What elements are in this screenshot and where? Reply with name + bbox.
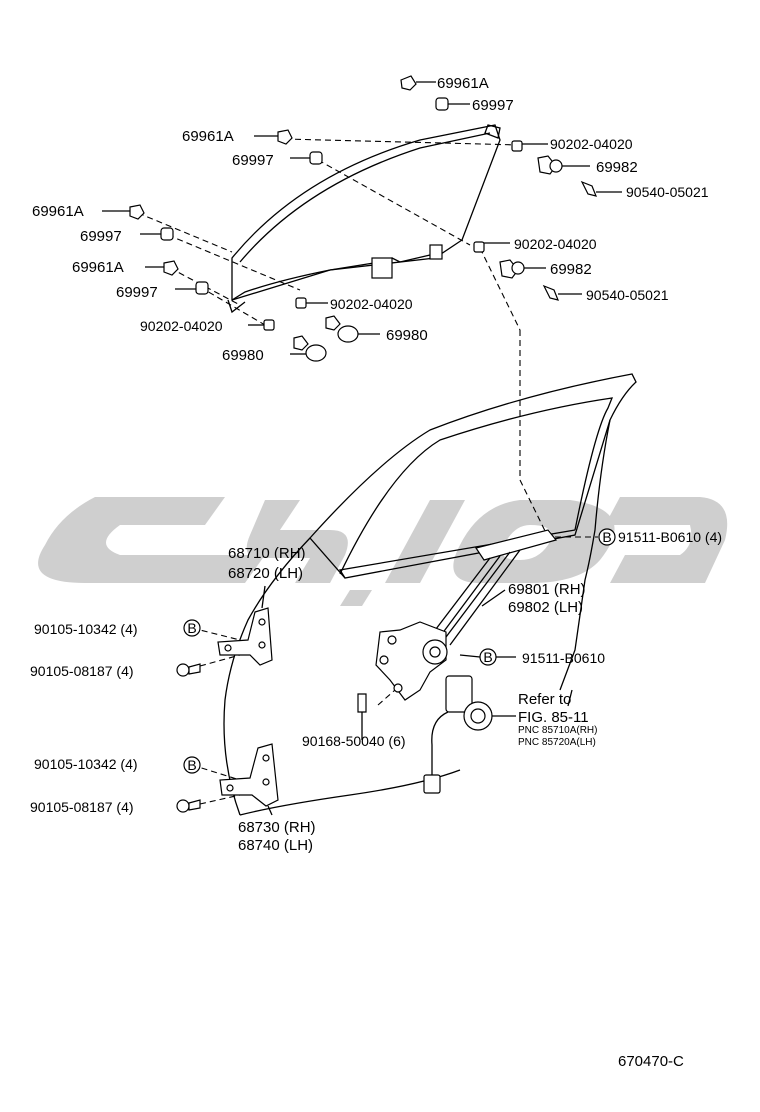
watermark-logo bbox=[38, 497, 728, 606]
label-69997-3: 69997 bbox=[80, 228, 122, 245]
label-90168: 90168-50040 (6) bbox=[302, 733, 406, 749]
callout-b-label: B bbox=[483, 649, 492, 665]
label-hinge-upper-lh: 68720 (LH) bbox=[228, 565, 303, 582]
bolt-90105-08187-1 bbox=[176, 663, 201, 677]
callout-b-mid: B bbox=[459, 648, 516, 666]
bolt-90168 bbox=[357, 693, 367, 740]
label-hinge-upper-rh: 68710 (RH) bbox=[228, 545, 306, 562]
label-69961a-2: 69961A bbox=[182, 128, 234, 145]
label-90105-10342-2: 90105-10342 (4) bbox=[34, 756, 138, 772]
callout-b-label: B bbox=[187, 757, 196, 773]
callout-b-lower-hinge: B bbox=[183, 756, 201, 774]
label-hinge-lower-lh: 68740 (LH) bbox=[238, 837, 313, 854]
label-pnc-lh: PNC 85720A(LH) bbox=[518, 737, 596, 748]
label-hinge-lower-rh: 68730 (RH) bbox=[238, 819, 316, 836]
bolt-90105-08187-2 bbox=[176, 799, 201, 813]
label-refer-to: Refer to bbox=[518, 691, 571, 708]
nut-90202-4 bbox=[248, 319, 275, 331]
window-glass bbox=[227, 124, 501, 314]
label-pnc-rh: PNC 85710A(RH) bbox=[518, 725, 597, 736]
callout-b-upper-hinge: B bbox=[183, 619, 201, 637]
label-90202-2: 90202-04020 bbox=[514, 236, 597, 252]
window-regulator bbox=[375, 529, 558, 701]
bolt-69982-2 bbox=[499, 259, 546, 279]
label-69997-4: 69997 bbox=[116, 284, 158, 301]
nut-69997-3 bbox=[140, 227, 174, 241]
nut-69997-4 bbox=[175, 281, 209, 295]
label-91511-mid: 91511-B0610 bbox=[522, 650, 605, 666]
clip-69961a-2 bbox=[254, 129, 293, 145]
nut-69997-2 bbox=[290, 151, 323, 165]
label-fig-ref: FIG. 85-11 bbox=[518, 709, 589, 726]
label-90202-3: 90202-04020 bbox=[330, 296, 413, 312]
clip-69961a-3 bbox=[102, 204, 145, 220]
screw-90540-1 bbox=[580, 180, 622, 197]
nut-90202-1 bbox=[511, 140, 548, 152]
label-90202-1: 90202-04020 bbox=[550, 136, 633, 152]
label-69961a-1: 69961A bbox=[437, 75, 489, 92]
label-90105-08187-2: 90105-08187 (4) bbox=[30, 799, 134, 815]
screw-90540-2 bbox=[542, 284, 582, 301]
nut-90202-2 bbox=[473, 241, 510, 253]
label-69961a-4: 69961A bbox=[72, 259, 124, 276]
callout-b-label: B bbox=[187, 620, 196, 636]
diagram-id: 670470-C bbox=[618, 1053, 684, 1070]
part-labels: 69961A 69997 69961A 69997 69961A 69997 6… bbox=[30, 75, 722, 1070]
cushion-69980-2 bbox=[290, 335, 327, 362]
label-69997-1: 69997 bbox=[472, 97, 514, 114]
bolt-69982-1 bbox=[537, 155, 590, 175]
label-91511-top: 91511-B0610 (4) bbox=[618, 529, 722, 545]
clip-69961a-1 bbox=[400, 75, 436, 91]
callout-b-top: B bbox=[598, 528, 616, 546]
label-90105-10342-1: 90105-10342 (4) bbox=[34, 621, 138, 637]
hinge-lower bbox=[219, 743, 279, 816]
label-69980-2: 69980 bbox=[222, 347, 264, 364]
regulator-motor bbox=[423, 675, 573, 794]
label-69982-1: 69982 bbox=[596, 159, 638, 176]
label-90540-1: 90540-05021 bbox=[626, 184, 709, 200]
hinge-upper bbox=[217, 585, 273, 666]
label-90105-08187-1: 90105-08187 (4) bbox=[30, 663, 134, 679]
leader-dashes bbox=[137, 138, 598, 805]
label-69997-2: 69997 bbox=[232, 152, 274, 169]
callout-b-label: B bbox=[602, 529, 611, 545]
clip-69961a-4 bbox=[145, 260, 179, 276]
label-regulator-rh: 69801 (RH) bbox=[508, 581, 586, 598]
label-90540-2: 90540-05021 bbox=[586, 287, 669, 303]
label-69961a-3: 69961A bbox=[32, 203, 84, 220]
label-69980-1: 69980 bbox=[386, 327, 428, 344]
label-regulator-lh: 69802 (LH) bbox=[508, 599, 583, 616]
nut-69997-1 bbox=[435, 97, 470, 111]
cushion-69980-1 bbox=[325, 315, 380, 343]
nut-90202-3 bbox=[295, 297, 328, 309]
label-69982-2: 69982 bbox=[550, 261, 592, 278]
label-90202-4: 90202-04020 bbox=[140, 318, 223, 334]
